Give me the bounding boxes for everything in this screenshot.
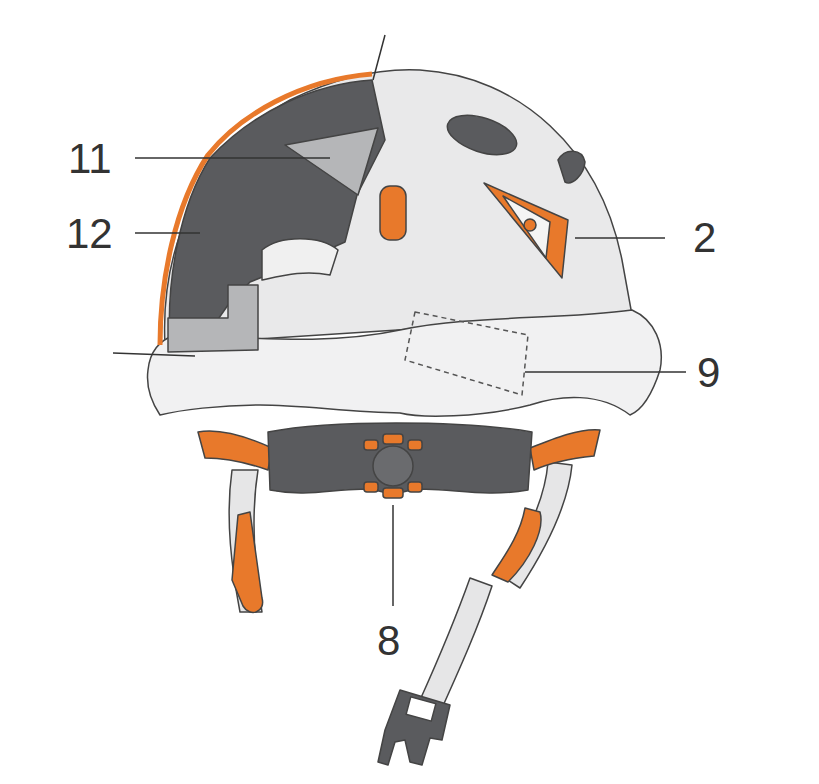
leader-lines (113, 35, 686, 606)
tooth (408, 482, 422, 492)
label-area (405, 312, 528, 395)
leader-line (575, 237, 665, 239)
right-side-piece (530, 430, 600, 470)
tooth (408, 440, 422, 450)
cutaway (169, 80, 385, 348)
leader-line (392, 505, 394, 606)
orange-vent (484, 183, 568, 278)
vent-screw (524, 219, 536, 231)
leader-line (135, 232, 200, 234)
cut-line (373, 35, 385, 80)
shell (148, 70, 662, 416)
left-side-piece (198, 431, 272, 470)
vent-hole (503, 196, 550, 258)
tooth (383, 434, 403, 444)
side-slot (558, 151, 585, 183)
right-clip (492, 508, 541, 582)
callout-number: 2 (693, 217, 716, 259)
buckle-slot (406, 697, 436, 721)
callout-number: 12 (66, 213, 113, 255)
cut-line (113, 353, 195, 356)
top-vent (443, 108, 522, 163)
buckle (378, 690, 450, 765)
foam-opening (262, 239, 338, 280)
callout-number: 9 (697, 352, 720, 394)
harness (198, 423, 600, 765)
foam-piece (285, 128, 378, 195)
tooth (364, 440, 378, 450)
tooth (364, 482, 378, 492)
callout-number: 11 (68, 138, 112, 180)
orange-rim (160, 74, 372, 345)
left-clip (232, 512, 263, 612)
foam-pad (168, 285, 258, 352)
headband (268, 423, 532, 495)
adjust-knob (373, 446, 413, 486)
leader-line (525, 371, 686, 373)
left-strap (229, 470, 262, 612)
lamp-clip (380, 186, 406, 240)
leader-line (135, 157, 330, 159)
callout-number: 8 (377, 620, 400, 662)
tooth (383, 488, 403, 498)
chin-strap (420, 578, 492, 708)
